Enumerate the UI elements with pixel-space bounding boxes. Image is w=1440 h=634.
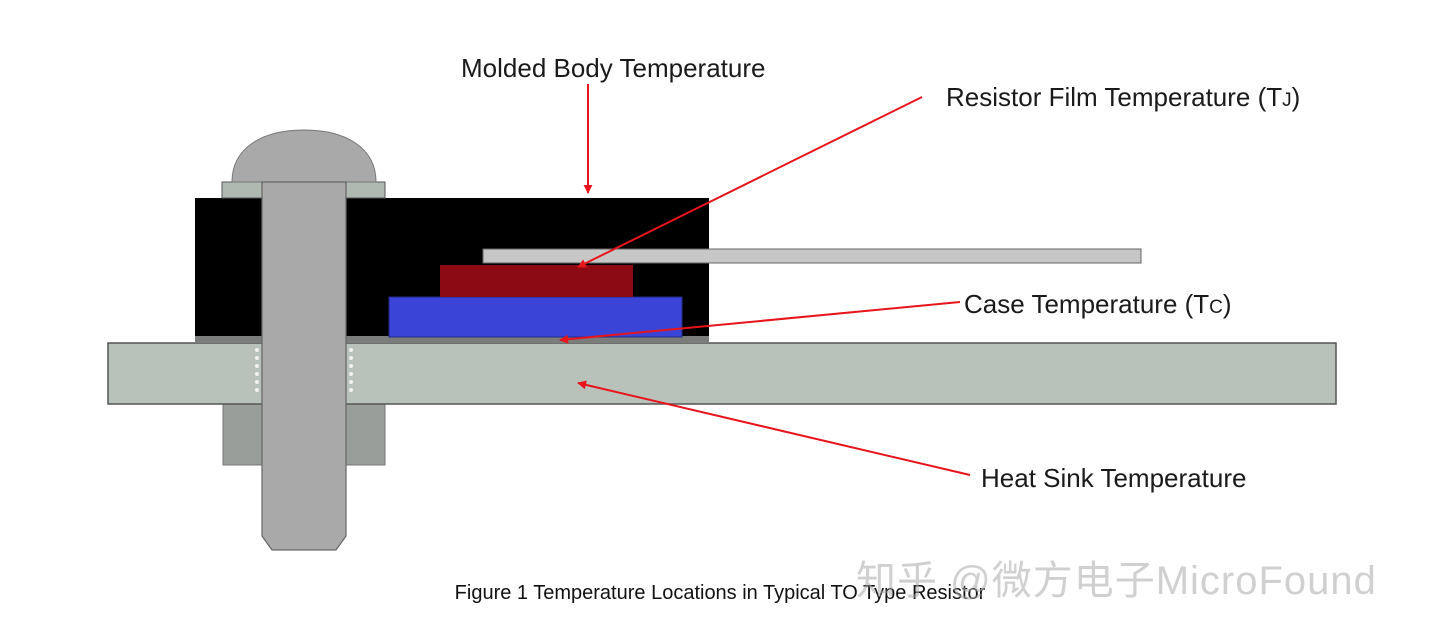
- label-resistor-film: Resistor Film Temperature (TJ): [946, 84, 1300, 110]
- thread-marks: [255, 348, 353, 392]
- label-molded-body-text: Molded Body Temperature: [461, 53, 766, 83]
- label-heat-sink-text: Heat Sink Temperature: [981, 463, 1247, 493]
- arrow-resistor-film: [577, 96, 923, 268]
- label-resistor-film-text: Resistor Film Temperature (T: [946, 82, 1283, 112]
- label-case-close: ): [1222, 289, 1232, 319]
- body-base-layer: [195, 336, 709, 343]
- watermark: 知乎 @微方电子MicroFound: [856, 559, 1377, 603]
- substrate: [388, 296, 683, 338]
- bolt-head: [231, 129, 377, 183]
- bolt-shank: [261, 181, 347, 551]
- figure-caption: Figure 1 Temperature Locations in Typica…: [454, 582, 986, 604]
- label-resistor-film-close: ): [1291, 82, 1301, 112]
- arrow-case: [559, 301, 961, 344]
- washer-left: [221, 181, 269, 199]
- lead: [482, 248, 1142, 264]
- label-case-subscript: C: [1209, 297, 1223, 318]
- resistor-film: [440, 265, 633, 297]
- label-resistor-film-subscript: J: [1282, 90, 1292, 111]
- label-case-text: Case Temperature (T: [964, 289, 1210, 319]
- arrow-heat-sink: [577, 380, 971, 476]
- label-heat-sink: Heat Sink Temperature: [981, 465, 1246, 491]
- label-case: Case Temperature (TC): [964, 291, 1232, 317]
- label-molded-body: Molded Body Temperature: [461, 55, 765, 81]
